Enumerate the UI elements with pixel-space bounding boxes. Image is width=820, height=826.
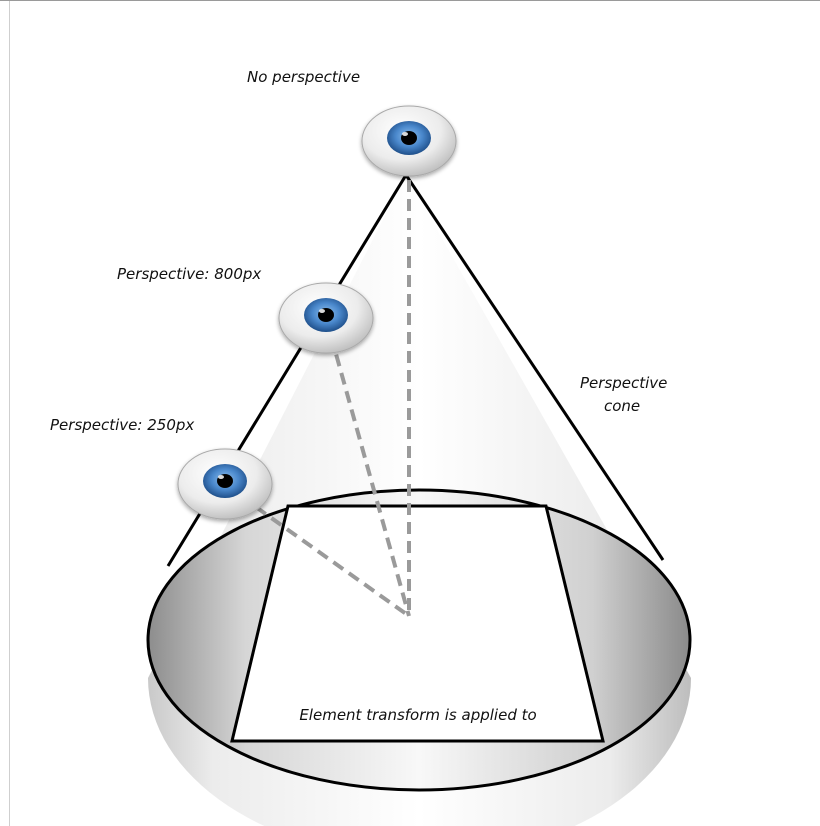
eye-icon [278,282,374,354]
sight-line-800px [324,317,411,617]
element-plane [230,504,605,743]
label-perspective-250px: Perspective: 250px [50,416,194,434]
cone-right-edge [404,174,665,561]
sight-lines [223,142,411,618]
label-perspective-cone-line1: Perspective [580,374,667,392]
label-element: Element transform is applied to [299,706,536,724]
label-no-perspective: No perspective [247,68,360,86]
label-perspective-cone-line2: cone [604,397,640,415]
top-border [0,0,820,1]
eye-icon [177,448,273,520]
eye-icon [361,105,457,177]
label-perspective-800px: Perspective: 800px [117,265,261,283]
left-border [9,1,10,826]
